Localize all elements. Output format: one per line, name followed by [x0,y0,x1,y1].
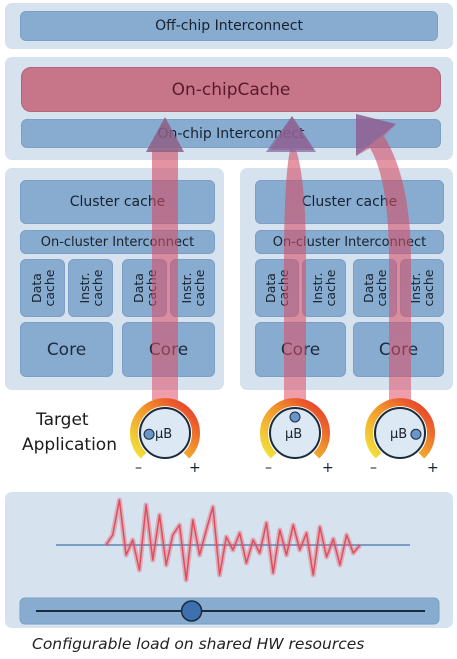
waveform [103,497,362,583]
target-label-line2: Application [22,435,117,455]
arrow-right [356,114,411,402]
arrow-mid [266,116,316,402]
knob-plus: + [427,460,439,476]
knob-label: μB [285,427,303,442]
data-cache: Data cache [20,259,65,317]
offchip-panel: Off-chip Interconnect [5,3,453,49]
knob-minus: – [135,460,142,476]
arrow-left [146,117,184,400]
waveform-line [105,499,361,581]
knob[interactable] [260,398,330,459]
onchip-interconnect-label: On-chip Interconnect [157,125,305,142]
cluster-cache-label: Cluster cache [301,194,398,210]
slider-thumb[interactable] [180,600,203,622]
target-label-line1: Target [36,410,89,430]
knob-minus: – [265,460,272,476]
offchip-interconnect: Off-chip Interconnect [20,11,438,41]
onchip-cache-label: On-chipCache [171,79,291,100]
knob-minus: – [370,460,377,476]
onchip-panel: On-chipCache On-chip Interconnect [5,57,453,160]
knob-plus: + [322,460,334,476]
knob-plus: + [189,460,201,476]
core-label: Core [46,339,87,360]
core: Core [20,322,113,377]
knob[interactable] [365,398,435,459]
knob-label: μB [155,427,173,442]
on-cluster-interconnect-label: On-cluster Interconnect [272,234,427,250]
cluster-cache-label: Cluster cache [69,194,166,210]
cluster-cache: Cluster cache [20,180,215,224]
knob-label: μB [390,427,408,442]
knob[interactable] [130,398,200,459]
caption: Configurable load on shared HW resources [32,635,365,653]
instr-cache: Instr. cache [68,259,113,317]
offchip-interconnect-label: Off-chip Interconnect [155,18,303,34]
onchip-cache: On-chipCache [21,67,441,112]
